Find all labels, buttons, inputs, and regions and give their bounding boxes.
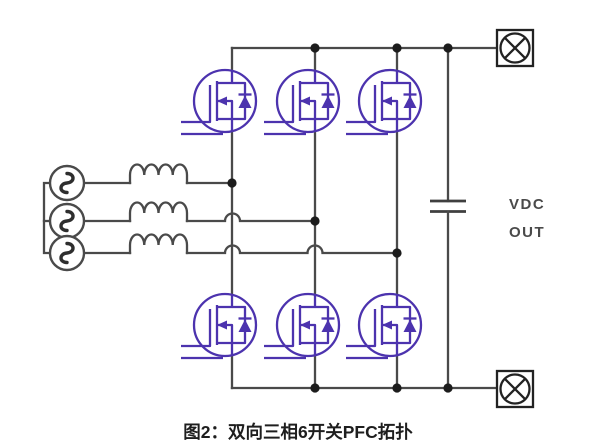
phase-b-ac-source-icon (48, 202, 86, 240)
phase-b-wire (185, 212, 317, 223)
low-side-mosfet-c-icon (344, 292, 423, 360)
phase-a-ac-source-icon (48, 164, 86, 202)
figure-caption: 图2：双向三相6开关PFC拓扑 (183, 422, 413, 442)
phase-c-inductor-icon (128, 233, 189, 255)
vdc-out-label-line1: VDC (509, 196, 545, 213)
phase-c-ac-source-icon (48, 234, 86, 272)
high-side-mosfet-a-icon (179, 68, 258, 136)
phase-a-inductor-icon (128, 163, 189, 185)
low-side-mosfet-a-icon (179, 292, 258, 360)
vdc-out-label-line2: OUT (509, 224, 545, 241)
low-side-mosfet-b-icon (262, 292, 341, 360)
dc-link-capacitor-icon (430, 46, 466, 390)
high-side-mosfet-c-icon (344, 68, 423, 136)
neutral-bus-wire (42, 181, 52, 255)
high-side-mosfet-b-icon (262, 68, 341, 136)
phase-c-wire (185, 244, 399, 255)
phase-b-inductor-icon (128, 201, 189, 223)
dc-negative-terminal-icon (495, 369, 535, 409)
junction-dots (227, 43, 453, 393)
dc-positive-terminal-icon (495, 28, 535, 68)
